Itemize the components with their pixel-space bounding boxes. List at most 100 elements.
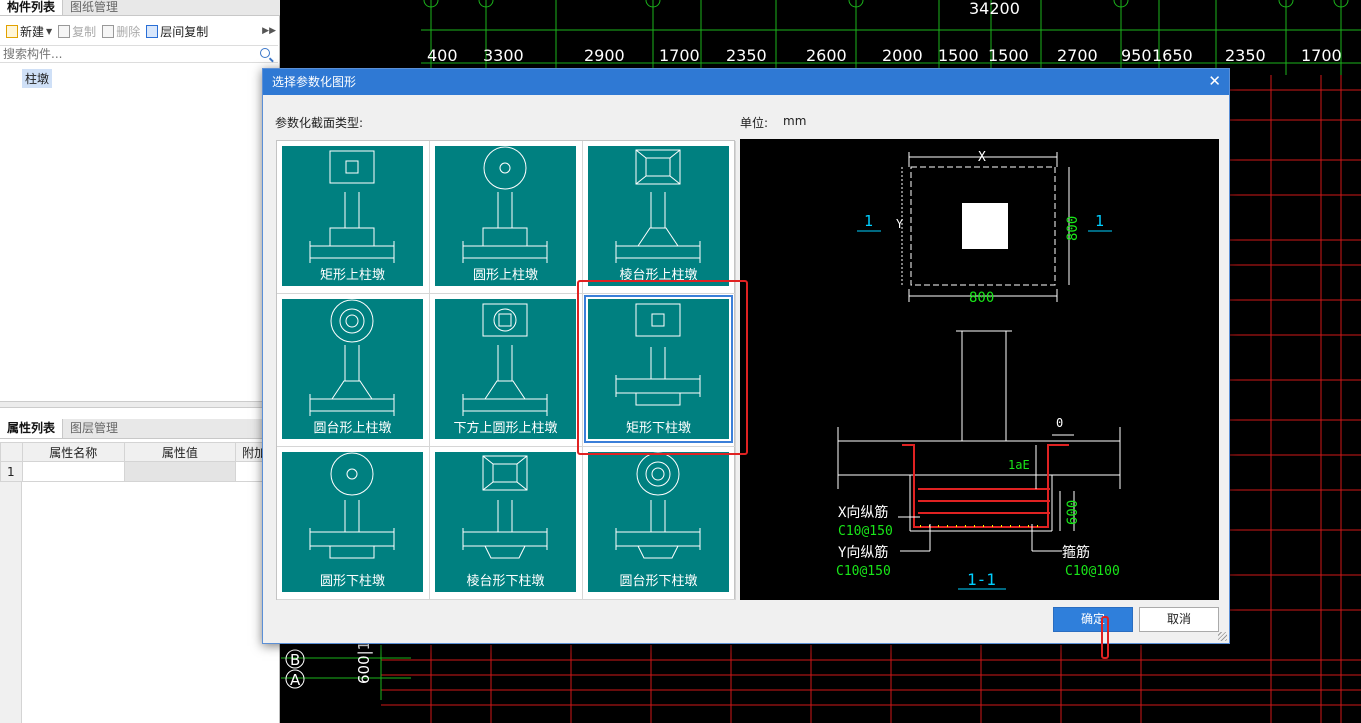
preview-drawing: X Y 800 800 1 1: [836, 150, 1121, 590]
property-value-cell[interactable]: [123, 461, 237, 482]
dimension-text: 1700: [1301, 46, 1342, 65]
delete-label: 删除: [116, 24, 141, 39]
y-rebar-value: C10@150: [836, 564, 891, 579]
delete-button[interactable]: 删除: [102, 23, 140, 40]
dimension-text: 2350: [726, 46, 767, 65]
shape-tile[interactable]: 棱台形下柱墩: [435, 452, 576, 592]
axis-label-b: B: [290, 651, 300, 669]
new-button[interactable]: 新建 ▼: [6, 23, 52, 40]
unit-value: mm: [783, 114, 807, 128]
property-tabs: 属性列表 图层管理: [0, 419, 280, 439]
section-view: 0 1aE 600 X向纵筋 C10@150 Y向纵筋 C10@150 箍筋 C…: [836, 330, 1121, 590]
search-input[interactable]: [0, 46, 250, 62]
component-search: [0, 45, 278, 63]
dimension-texts: 400 3300 2900 1700 2350 2600 2000 1500 1…: [427, 46, 1342, 65]
tab-component-list[interactable]: 构件列表: [0, 0, 64, 15]
toolbar-overflow-icon[interactable]: ▶▶: [262, 26, 276, 36]
shape-tile[interactable]: 矩形下柱墩: [584, 295, 733, 443]
total-dimension-text: 34200: [969, 0, 1020, 18]
table-row[interactable]: 1: [0, 461, 280, 482]
anchor-length-label: 1aE: [1008, 458, 1030, 472]
green-dimension-lines: [281, 0, 1361, 700]
shape-diagram-icon: [309, 452, 395, 559]
shape-diagram-icon: [615, 452, 701, 559]
close-icon[interactable]: ✕: [1208, 72, 1221, 90]
row-number-gutter: [0, 482, 22, 723]
section-type-label: 参数化截面类型:: [275, 116, 364, 130]
depth-dimension: 600: [1065, 500, 1081, 525]
shape-label: 圆台形下柱墩: [619, 574, 698, 589]
x-rebar-label: X向纵筋: [838, 504, 888, 521]
section-mark-right: 1: [1095, 212, 1104, 230]
shape-label: 下方上圆形上柱墩: [453, 421, 558, 436]
shape-tile[interactable]: 矩形上柱墩: [282, 146, 423, 286]
shape-label: 矩形上柱墩: [319, 268, 385, 283]
y-rebar-label: Y向纵筋: [838, 544, 888, 561]
panel-splitter[interactable]: [0, 401, 280, 408]
shape-option-4[interactable]: 圆台形上柱墩: [277, 294, 430, 447]
copy-button[interactable]: 复制: [58, 23, 96, 40]
axis-bubbles-top: [423, 0, 1349, 8]
shape-tile[interactable]: 圆形下柱墩: [282, 452, 423, 592]
cancel-button[interactable]: 取消: [1139, 607, 1219, 632]
dimension-text: 950: [1121, 46, 1152, 65]
shape-option-1[interactable]: 矩形上柱墩: [277, 141, 430, 294]
dialog-title-bar[interactable]: 选择参数化图形 ✕: [263, 69, 1229, 95]
dimension-text: 400: [427, 46, 458, 65]
dimension-text: 2000: [882, 46, 923, 65]
layer-copy-button[interactable]: 层间复制: [146, 23, 208, 40]
tree-item-column-pier[interactable]: 柱墩: [22, 69, 53, 88]
width-dimension: 800: [969, 290, 994, 306]
new-label: 新建: [20, 24, 45, 39]
shape-option-2[interactable]: 圆形上柱墩: [430, 141, 583, 294]
tab-drawing-management[interactable]: 图纸管理: [70, 0, 119, 14]
dimension-text: 1700: [659, 46, 700, 65]
copy-icon: [58, 24, 71, 38]
dropdown-caret-icon[interactable]: ▼: [46, 26, 53, 36]
tab-layer-management[interactable]: 图层管理: [70, 421, 119, 435]
resize-grip-icon[interactable]: [1218, 632, 1227, 641]
dimension-text: 1500: [938, 46, 979, 65]
component-tabs: 构件列表 图纸管理: [0, 0, 280, 16]
plan-view: X Y 800 800 1 1: [857, 150, 1112, 306]
ok-button[interactable]: 确定: [1053, 607, 1133, 632]
dimension-text: 2700: [1057, 46, 1098, 65]
section-name: 1-1: [967, 570, 996, 589]
shape-label: 矩形下柱墩: [625, 421, 691, 436]
tab-property-list[interactable]: 属性列表: [0, 419, 64, 438]
shape-tile[interactable]: 棱台形上柱墩: [588, 146, 729, 286]
shape-tile[interactable]: 圆形上柱墩: [435, 146, 576, 286]
shape-option-5[interactable]: 下方上圆形上柱墩: [430, 294, 583, 447]
shape-option-3[interactable]: 棱台形上柱墩: [583, 141, 736, 294]
dimension-text: 1500: [988, 46, 1029, 65]
height-dimension: 800: [1065, 216, 1081, 241]
shape-diagram-icon: [309, 299, 395, 416]
y-label: Y: [896, 217, 904, 231]
shape-option-6[interactable]: 矩形下柱墩: [583, 294, 736, 447]
dimension-text: 2600: [806, 46, 847, 65]
stirrup-value: C10@100: [1065, 564, 1120, 579]
shape-option-8[interactable]: 棱台形下柱墩: [430, 447, 583, 600]
stirrup-label: 箍筋: [1062, 544, 1090, 561]
shape-diagram-icon: [615, 303, 701, 406]
unit-label: 单位:: [740, 116, 769, 130]
shape-tile[interactable]: 圆台形下柱墩: [588, 452, 729, 592]
row-number: 1: [0, 461, 23, 482]
search-icon[interactable]: [260, 48, 270, 58]
x-label: X: [978, 150, 986, 165]
shape-tile[interactable]: 下方上圆形上柱墩: [435, 299, 576, 439]
property-table: 属性名称 属性值 附加 1: [0, 442, 280, 482]
row-number-header: [0, 442, 23, 462]
shape-option-7[interactable]: 圆形下柱墩: [277, 447, 430, 600]
shape-label: 圆形下柱墩: [319, 574, 385, 589]
shape-grid: 矩形上柱墩 圆形上柱墩棱台形上柱墩圆台形上柱墩下方上圆形上柱墩 矩形下柱墩圆形下柱墩…: [276, 140, 736, 600]
new-icon: [6, 24, 18, 38]
red-grid-lines: [381, 75, 1361, 723]
property-name-cell[interactable]: [21, 461, 125, 482]
delete-icon: [102, 24, 115, 38]
layer-copy-icon: [146, 24, 159, 38]
cad-drawing: 34200 400 3300 2900 1700 2350 2600 2000 …: [281, 0, 1361, 723]
shape-option-9[interactable]: 圆台形下柱墩: [583, 447, 736, 600]
column-header-value: 属性值: [123, 442, 237, 462]
shape-tile[interactable]: 圆台形上柱墩: [282, 299, 423, 439]
